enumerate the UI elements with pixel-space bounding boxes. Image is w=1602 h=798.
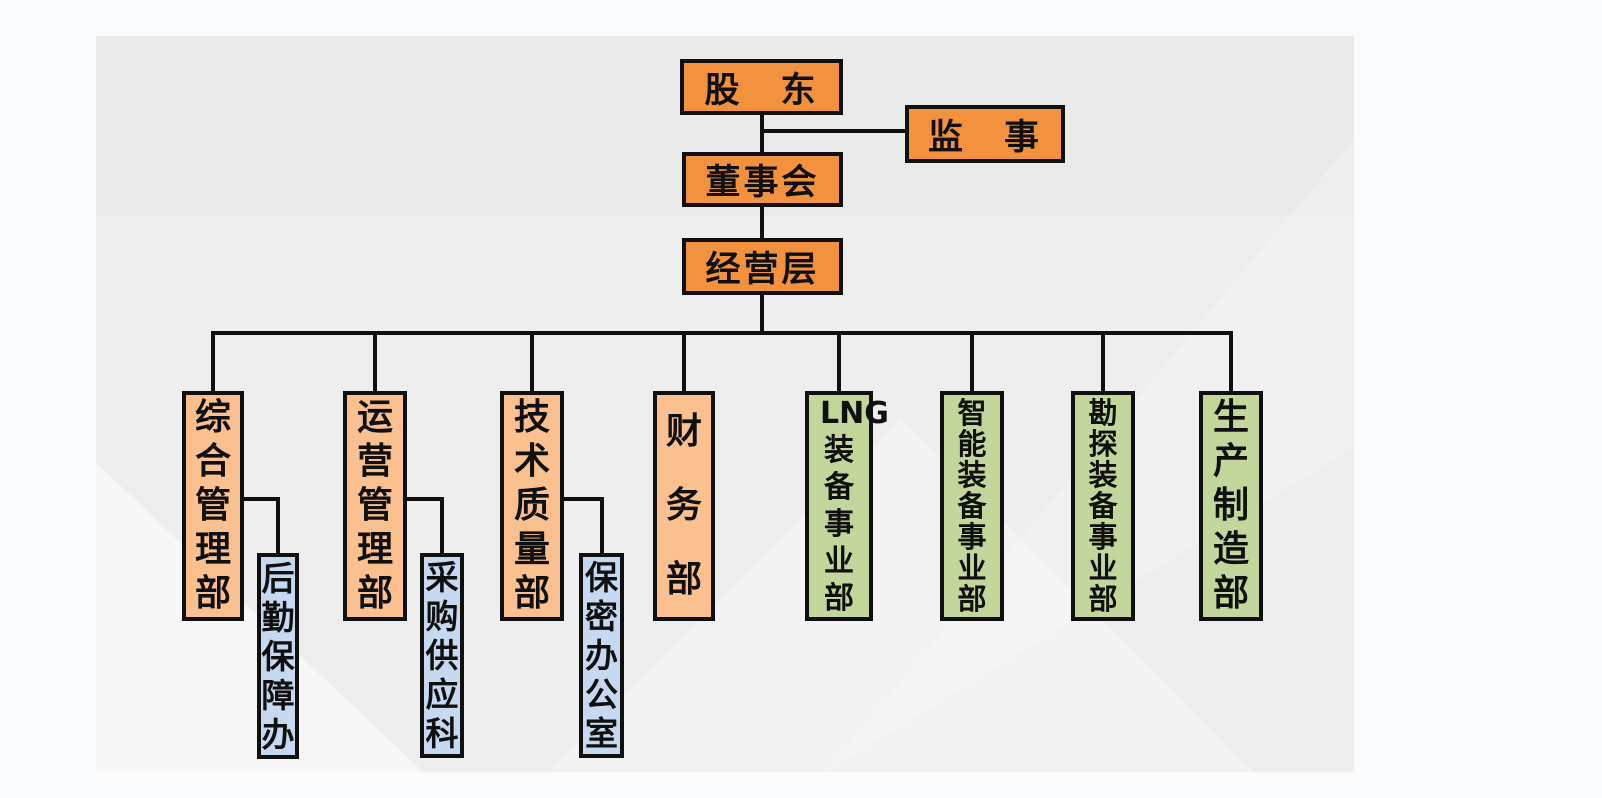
node-office-logistics: 后勤保障办 bbox=[257, 553, 299, 759]
node-dept-lng-division-label: LNG 装备事业部 bbox=[820, 396, 889, 616]
node-dept-operations-label: 运营管理部 bbox=[356, 397, 393, 614]
node-supervisors-label: 监 事 bbox=[927, 117, 1042, 158]
node-office-confidentiality-label: 保密办公室 bbox=[585, 558, 618, 753]
node-dept-finance-label: 财务部 bbox=[665, 411, 702, 600]
node-dept-tech-quality: 技术质量部 bbox=[500, 391, 564, 621]
node-dept-finance: 财务部 bbox=[653, 391, 715, 621]
connector-drop-exploration-division bbox=[1101, 333, 1105, 391]
connector-elbow-logistics bbox=[244, 497, 280, 501]
node-supervisors: 监 事 bbox=[905, 105, 1065, 163]
connector-drop-operations bbox=[373, 333, 377, 391]
node-dept-production: 生产制造部 bbox=[1199, 391, 1263, 621]
node-board: 董事会 bbox=[682, 152, 843, 207]
connector-elbow-procurement bbox=[407, 497, 444, 501]
node-dept-tech-quality-label: 技术质量部 bbox=[513, 397, 550, 614]
connector-elbow-confidentiality bbox=[600, 497, 604, 553]
node-office-procurement-label: 采购供应科 bbox=[425, 558, 459, 753]
connector-management-branch bbox=[760, 295, 764, 333]
node-dept-general-admin: 综合管理部 bbox=[182, 391, 244, 621]
connector-distribution-bar bbox=[211, 331, 1233, 335]
node-management-label: 经营层 bbox=[705, 250, 820, 290]
node-office-procurement: 采购供应科 bbox=[420, 553, 464, 758]
node-dept-smart-division: 智能装备事业部 bbox=[940, 391, 1004, 621]
connector-elbow-procurement bbox=[440, 497, 444, 553]
node-dept-exploration-division: 勘探装备事业部 bbox=[1071, 391, 1135, 621]
connector-drop-production bbox=[1229, 333, 1233, 391]
connector-elbow-logistics bbox=[276, 497, 280, 553]
connector-drop-finance bbox=[682, 333, 686, 391]
node-management: 经营层 bbox=[682, 238, 843, 295]
node-dept-smart-division-label: 智能装备事业部 bbox=[957, 395, 987, 616]
connector-drop-general-admin bbox=[211, 333, 215, 391]
node-dept-general-admin-label: 综合管理部 bbox=[194, 397, 231, 614]
node-shareholders: 股 东 bbox=[680, 59, 843, 115]
connector-elbow-confidentiality bbox=[563, 497, 604, 501]
node-board-label: 董事会 bbox=[705, 163, 820, 203]
connector-drop-tech-quality bbox=[530, 333, 534, 391]
node-dept-exploration-division-label: 勘探装备事业部 bbox=[1088, 395, 1118, 616]
node-office-confidentiality: 保密办公室 bbox=[579, 553, 624, 758]
connector-shareholders-board bbox=[760, 115, 764, 153]
node-office-logistics-label: 后勤保障办 bbox=[261, 558, 295, 754]
node-shareholders-label: 股 东 bbox=[704, 70, 819, 111]
node-dept-production-label: 生产制造部 bbox=[1212, 397, 1249, 614]
node-dept-operations: 运营管理部 bbox=[343, 391, 407, 621]
node-dept-lng-division: LNG 装备事业部 bbox=[805, 391, 889, 621]
connector-board-management bbox=[760, 207, 764, 239]
connector-drop-lng-division bbox=[837, 333, 841, 391]
connector-drop-smart-division bbox=[970, 333, 974, 391]
connector-supervisors bbox=[760, 129, 905, 133]
